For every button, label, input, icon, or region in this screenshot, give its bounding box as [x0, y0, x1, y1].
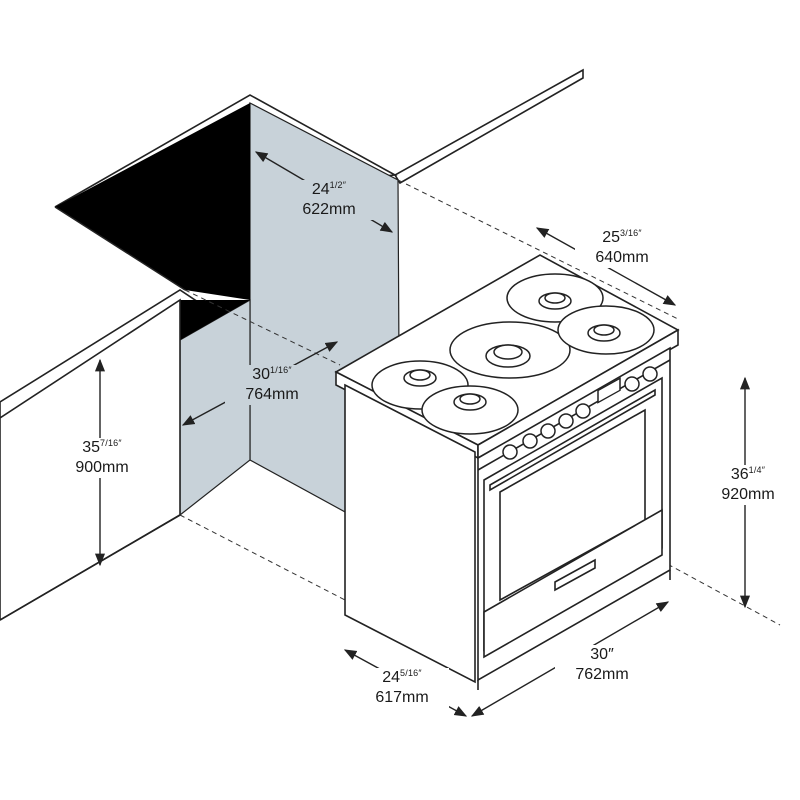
- niche-depth-mm: 622mm: [302, 201, 356, 218]
- control-knob-icon[interactable]: [522, 433, 538, 449]
- control-knob-icon[interactable]: [642, 366, 658, 382]
- gas-burner-icon: [557, 305, 655, 355]
- niche-shadow-lower: [180, 300, 250, 340]
- range-depth-top-mm: 640mm: [595, 249, 649, 266]
- range-depth-top-label: 253/16″ 640mm: [575, 228, 669, 268]
- gas-burner-icon: [449, 321, 571, 379]
- range-depth-body-mm: 617mm: [375, 689, 429, 706]
- oven-display: [597, 377, 621, 404]
- niche-width-label: 301/16″ 764mm: [225, 365, 319, 405]
- niche-depth-fraction: 1/2″: [329, 180, 347, 190]
- range-height-label: 361/4″ 920mm: [700, 465, 796, 505]
- range-depth-top-fraction: 3/16″: [620, 228, 642, 238]
- counter-height-mm: 900mm: [75, 459, 129, 476]
- niche-depth-inches: 24: [311, 181, 330, 198]
- oven-door-handle[interactable]: [489, 388, 656, 492]
- control-panel: [502, 366, 658, 460]
- counter-height-fraction: 7/16″: [100, 438, 122, 448]
- range-height-inches: 36: [730, 466, 749, 483]
- control-knob-icon[interactable]: [575, 403, 591, 419]
- counter-height-label: 357/16″ 900mm: [55, 438, 149, 478]
- niche-width-mm: 764mm: [245, 386, 299, 403]
- range-height-mm: 920mm: [721, 486, 775, 503]
- cooktop-front-edge: [477, 328, 679, 460]
- range-depth-body-inches: 24: [382, 669, 401, 686]
- niche-width-inches: 30: [252, 366, 271, 383]
- control-knob-icon[interactable]: [624, 376, 640, 392]
- range-height-fraction: 1/4″: [748, 465, 766, 475]
- range-width-label: 30″ 762mm: [555, 645, 649, 685]
- range-width-inches: 30″: [590, 646, 614, 663]
- range-depth-top-inches: 25: [602, 229, 621, 246]
- control-knob-icon[interactable]: [558, 413, 574, 429]
- counter-height-inches: 35: [82, 439, 101, 456]
- control-knob-icon[interactable]: [502, 444, 518, 460]
- niche-depth-label: 241/2″ 622mm: [282, 180, 376, 220]
- range-width-mm: 762mm: [575, 666, 629, 683]
- gas-burner-icon: [421, 385, 519, 435]
- control-knob-icon[interactable]: [540, 423, 556, 439]
- drawer-handle[interactable]: [554, 558, 596, 592]
- niche-width-fraction: 1/16″: [270, 365, 292, 375]
- range-depth-body-fraction: 5/16″: [400, 668, 422, 678]
- niche-shadow: [55, 103, 250, 300]
- range-depth-body-label: 245/16″ 617mm: [355, 668, 449, 708]
